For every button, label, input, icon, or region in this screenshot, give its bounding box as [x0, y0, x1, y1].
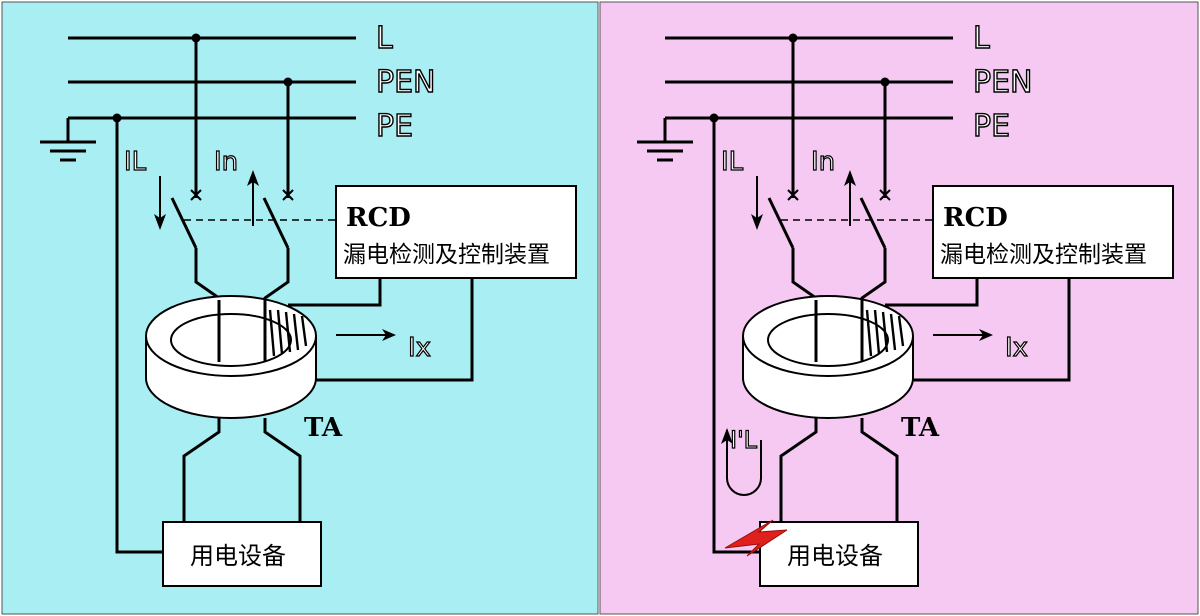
- rcd-title: RCD: [943, 203, 1008, 233]
- bus-label-pe: PE: [376, 109, 413, 144]
- panel-normal: L PEN PE IL In Ix RCD 漏电检测及控制装置 TA 用电设备: [1, 1, 599, 615]
- load-label: 用电设备: [190, 542, 286, 570]
- transformer-label: TA: [901, 413, 940, 443]
- bus-label-l: L: [376, 21, 393, 56]
- load-label: 用电设备: [787, 542, 883, 570]
- bus-label-l: L: [973, 21, 990, 56]
- current-label-in: In: [811, 147, 835, 177]
- bus-label-pe: PE: [973, 109, 1010, 144]
- rcd-subtitle: 漏电检测及控制装置: [343, 242, 550, 268]
- current-label-il: IL: [124, 147, 147, 177]
- transformer-label: TA: [304, 413, 343, 443]
- rcd-title: RCD: [346, 203, 411, 233]
- panel-background: [599, 1, 1199, 615]
- bus-label-pen: PEN: [973, 65, 1033, 100]
- fault-lightning-icon: [724, 519, 788, 557]
- current-label-in: In: [214, 147, 238, 177]
- current-label-ix: Ix: [1005, 333, 1028, 363]
- bus-label-pen: PEN: [376, 65, 436, 100]
- current-label-ix: Ix: [408, 333, 431, 363]
- panel-leakage: L PEN PE IL In Ix I'L RCD 漏电检测及控制装置 TA 用…: [599, 1, 1199, 615]
- rcd-subtitle: 漏电检测及控制装置: [940, 242, 1147, 268]
- current-label-il: IL: [721, 147, 744, 177]
- current-label-leak: I'L: [730, 426, 758, 454]
